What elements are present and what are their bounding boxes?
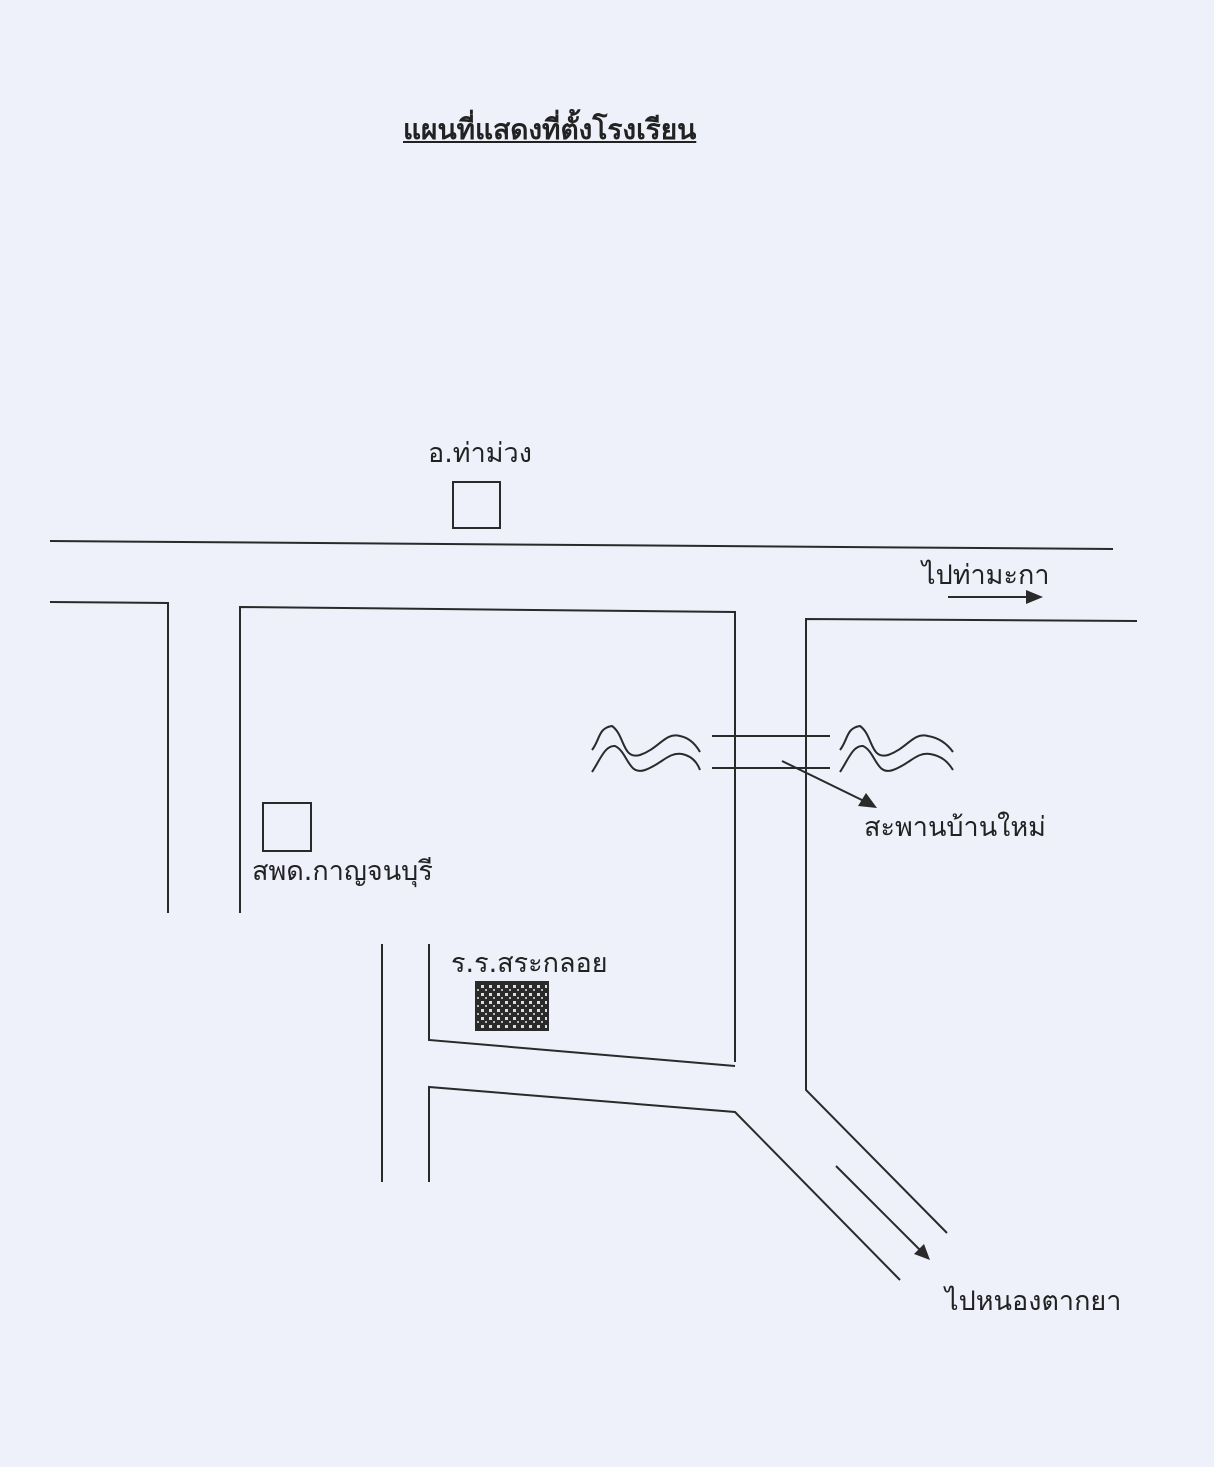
school-road-edge — [428, 944, 736, 1067]
education-office-marker — [262, 802, 312, 852]
label-school: ร.ร.สระกลอย — [451, 948, 608, 979]
nong-tak-ya-arrowhead — [914, 1244, 930, 1260]
map-title: แผนที่แสดงที่ตั้งโรงเรียน — [403, 113, 697, 146]
road-right-block — [805, 617, 1138, 1234]
river-left — [591, 724, 701, 773]
road-center-block — [239, 605, 736, 1062]
district-office-marker — [452, 481, 501, 529]
arrow-to-nong-tak-ya — [835, 1165, 921, 1251]
label-district-office: อ.ท่าม่วง — [428, 438, 532, 469]
bridge-pointer-arrow — [781, 760, 867, 803]
main-road-top-edge — [49, 540, 1114, 550]
road-south-edge — [428, 1085, 901, 1281]
road-left-block — [49, 601, 169, 913]
label-to-tha-maka: ไปท่ามะกา — [922, 560, 1050, 591]
bridge-arrowhead — [858, 793, 877, 808]
river-right — [839, 724, 954, 773]
label-education-office: สพด.กาญจนบุรี — [252, 856, 433, 887]
label-bridge: สะพานบ้านใหม่ — [864, 812, 1046, 843]
tha-maka-arrowhead — [1026, 590, 1043, 604]
label-to-nong-tak-ya: ไปหนองตากยา — [945, 1286, 1122, 1317]
school-marker — [475, 981, 549, 1031]
